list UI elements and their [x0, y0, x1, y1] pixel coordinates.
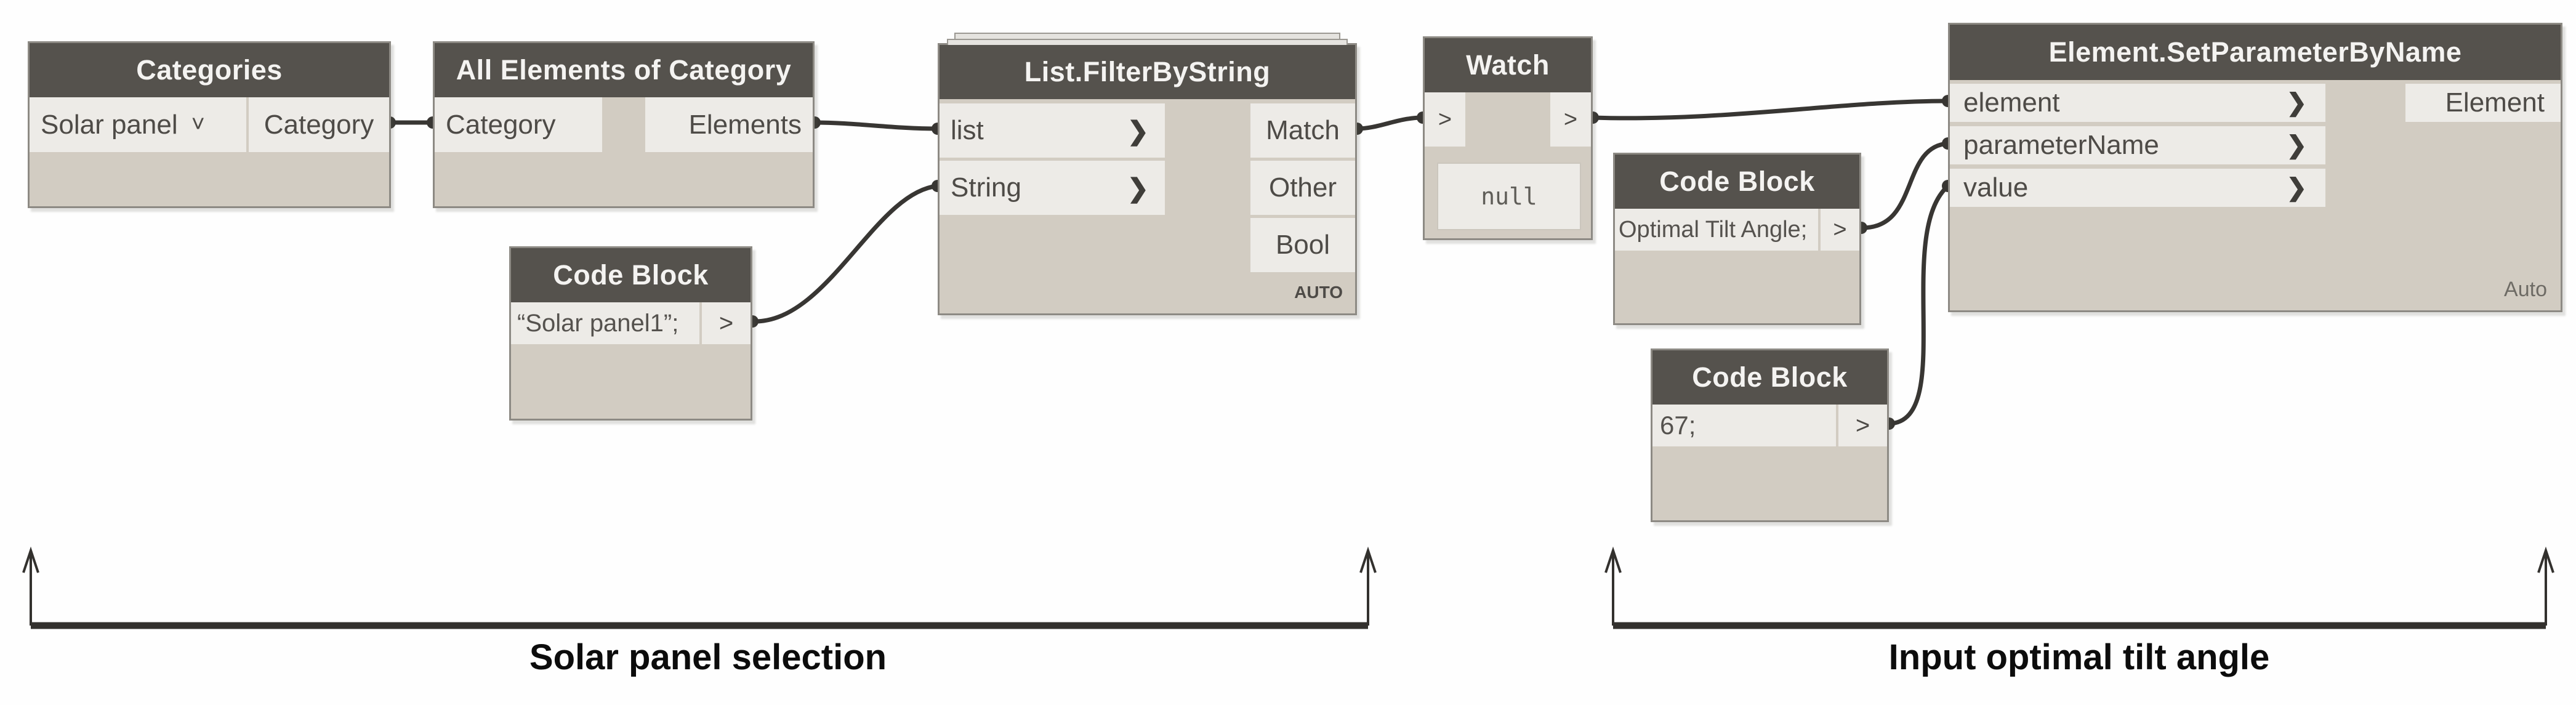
- chevron-down-icon: ˅: [191, 111, 205, 137]
- node-list-filterbystring[interactable]: List.FilterByString list ❯ String ❯ Matc…: [938, 33, 1357, 315]
- port-chevron-icon: >: [1833, 216, 1847, 243]
- annotation-input-optimal-tilt-angle[interactable]: Input optimal tilt angle: [1888, 637, 2270, 677]
- setparam-input-port-value[interactable]: value ❯: [1950, 169, 2325, 207]
- node-setparam-title[interactable]: Element.SetParameterByName: [1950, 25, 2561, 80]
- node-all-elements-title[interactable]: All Elements of Category: [435, 43, 813, 97]
- filter-input-port-list[interactable]: list ❯: [940, 103, 1165, 158]
- port-chevron-icon: ❯: [1127, 116, 1149, 145]
- filter-output-port-other[interactable]: Other: [1250, 161, 1355, 215]
- watch-value-display: null: [1437, 163, 1581, 230]
- code-block-2-code-input[interactable]: Optimal Tilt Angle;: [1615, 209, 1818, 251]
- setparam-input-port-element[interactable]: element ❯: [1950, 84, 2325, 122]
- node-watch-title[interactable]: Watch: [1425, 38, 1591, 92]
- port-chevron-icon: >: [1855, 411, 1870, 439]
- wire-match-to-watch: [1354, 115, 1425, 131]
- node-categories[interactable]: Categories Solar panel ˅ Category: [28, 41, 391, 208]
- node-code-block-3-title[interactable]: Code Block: [1652, 350, 1887, 405]
- right-annotation-bracket: [1604, 546, 2554, 629]
- all-elements-input-port-category[interactable]: Category: [435, 97, 602, 152]
- code-block-3-output-port[interactable]: >: [1838, 405, 1887, 446]
- filter-output-port-bool[interactable]: Bool: [1250, 218, 1355, 272]
- left-annotation-bracket: [22, 546, 1377, 629]
- node-code-block-2-title[interactable]: Code Block: [1615, 155, 1859, 209]
- stacked-pages-icon: [947, 39, 1348, 45]
- port-chevron-icon: ❯: [2286, 89, 2307, 116]
- node-watch[interactable]: Watch > > null: [1423, 36, 1593, 240]
- node-filter-title[interactable]: List.FilterByString: [940, 45, 1355, 99]
- annotation-solar-panel-selection[interactable]: Solar panel selection: [529, 637, 887, 677]
- port-chevron-icon: ❯: [2286, 174, 2307, 201]
- node-all-elements-of-category[interactable]: All Elements of Category Category Elemen…: [433, 41, 815, 208]
- node-code-block-1-title[interactable]: Code Block: [511, 248, 751, 302]
- categories-dropdown-value: Solar panel: [41, 109, 178, 140]
- all-elements-output-port-elements[interactable]: Elements: [645, 97, 813, 152]
- filter-output-port-match[interactable]: Match: [1250, 103, 1355, 158]
- watch-input-port[interactable]: >: [1425, 92, 1465, 147]
- node-code-block-2[interactable]: Code Block Optimal Tilt Angle; >: [1613, 153, 1861, 325]
- port-chevron-icon: ❯: [1127, 173, 1149, 203]
- code-block-2-output-port[interactable]: >: [1821, 209, 1859, 251]
- code-block-1-code-input[interactable]: “Solar panel1”;: [511, 302, 699, 344]
- node-categories-title[interactable]: Categories: [30, 43, 389, 97]
- port-chevron-icon: >: [718, 309, 734, 337]
- categories-dropdown[interactable]: Solar panel ˅: [30, 97, 246, 152]
- wire-elements-to-list: [812, 120, 940, 131]
- categories-output-port-category[interactable]: Category: [249, 97, 389, 152]
- wire-codeblock3-to-value: [1886, 183, 1950, 426]
- wire-watch-to-element: [1590, 99, 1950, 121]
- setparam-output-port-element[interactable]: Element: [2405, 84, 2561, 122]
- port-chevron-icon: >: [1563, 106, 1578, 132]
- port-chevron-icon: >: [1438, 106, 1452, 132]
- node-code-block-1[interactable]: Code Block “Solar panel1”; >: [509, 246, 752, 421]
- filter-lacing-badge[interactable]: AUTO: [1294, 283, 1343, 302]
- port-chevron-icon: ❯: [2286, 132, 2307, 159]
- filter-input-port-string[interactable]: String ❯: [940, 161, 1165, 215]
- node-code-block-3[interactable]: Code Block 67; >: [1651, 348, 1889, 522]
- wire-codeblock2-to-parametername: [1859, 141, 1950, 230]
- node-element-setparameterbyname[interactable]: Element.SetParameterByName element ❯ par…: [1948, 23, 2562, 312]
- watch-output-port[interactable]: >: [1550, 92, 1591, 147]
- setparam-lacing-badge[interactable]: Auto: [2504, 278, 2547, 301]
- code-block-3-code-input[interactable]: 67;: [1652, 405, 1836, 446]
- setparam-input-port-parametername[interactable]: parameterName ❯: [1950, 126, 2325, 164]
- code-block-1-output-port[interactable]: >: [702, 302, 751, 344]
